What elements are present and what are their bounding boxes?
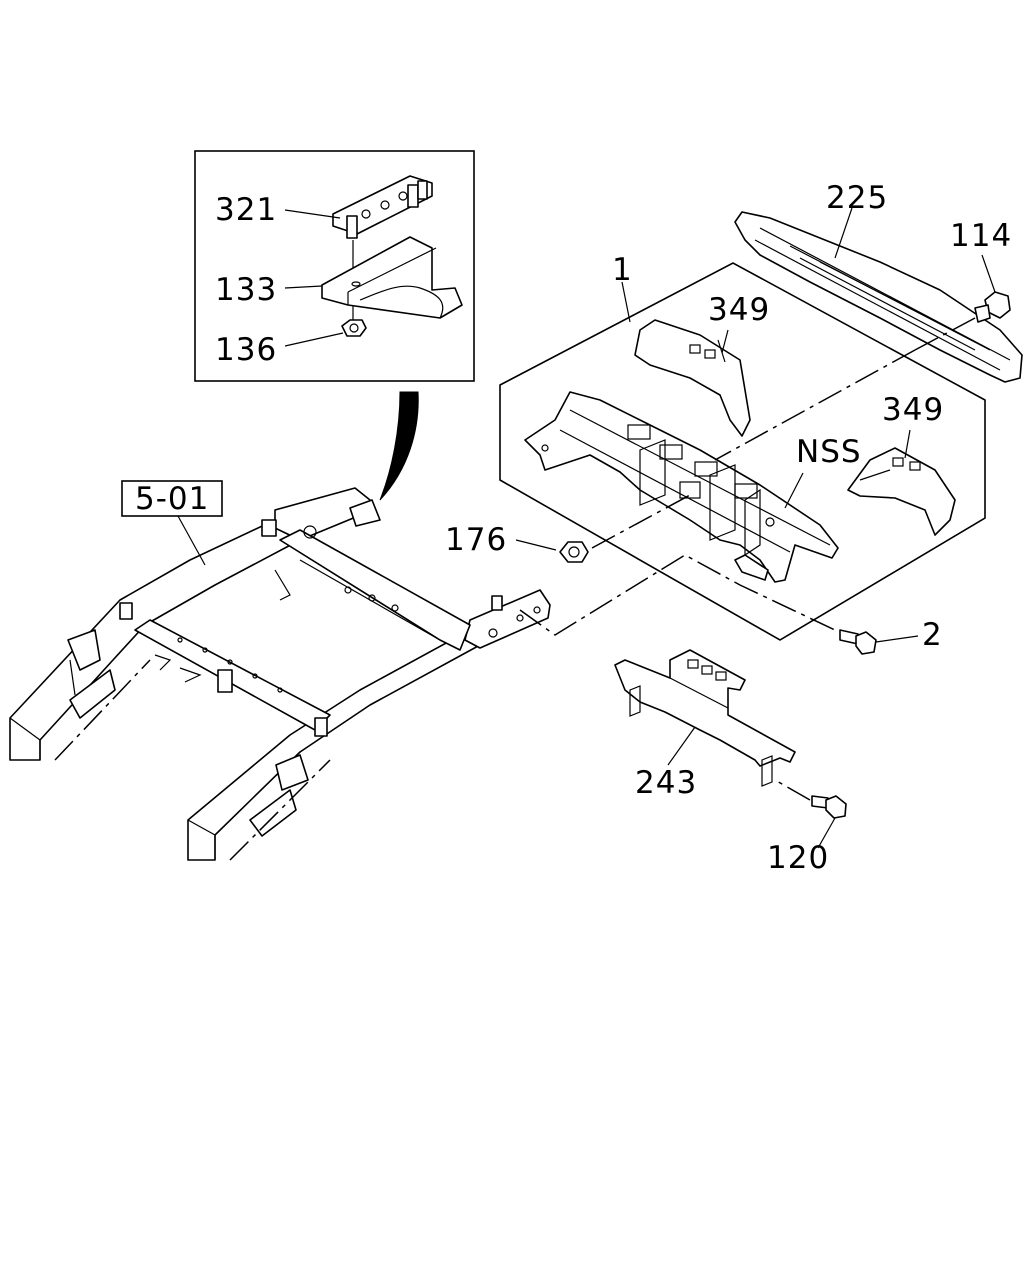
bracket-133-drawing bbox=[321, 236, 463, 319]
callout-321: 321 bbox=[215, 192, 277, 228]
callout-176: 176 bbox=[445, 522, 507, 558]
bracket-349-left-drawing bbox=[634, 319, 751, 437]
bracket-243-drawing bbox=[614, 649, 796, 787]
assembly-1-outline bbox=[499, 262, 986, 641]
callout-2: 2 bbox=[922, 617, 943, 653]
cover-225-drawing bbox=[734, 211, 1023, 383]
detail-inset: 321 133 136 bbox=[194, 150, 475, 382]
callout-114: 114 bbox=[950, 218, 1012, 254]
callout-349-right: 349 bbox=[882, 392, 944, 428]
crossmember-assembly-drawing bbox=[524, 391, 839, 583]
callout-NSS: NSS bbox=[796, 434, 862, 470]
callout-120: 120 bbox=[767, 840, 829, 876]
callout-225: 225 bbox=[826, 180, 888, 216]
callout-1: 1 bbox=[612, 252, 633, 288]
bolt-114-drawing bbox=[974, 291, 1011, 323]
inset-pointer bbox=[379, 391, 419, 501]
bracket-349-right-drawing bbox=[847, 447, 956, 536]
chassis-frame bbox=[9, 487, 551, 861]
plate-321-drawing bbox=[332, 175, 433, 282]
callout-349-left: 349 bbox=[708, 292, 770, 328]
ref-5-01-box bbox=[121, 480, 223, 517]
callout-136: 136 bbox=[215, 332, 277, 368]
nut-136-drawing bbox=[341, 306, 367, 337]
ref-5-01: 5-01 bbox=[135, 481, 209, 517]
bolt-2-drawing bbox=[839, 629, 877, 655]
bolt-120-drawing bbox=[811, 795, 847, 819]
callout-243: 243 bbox=[635, 765, 697, 801]
nut-176-drawing bbox=[559, 541, 589, 563]
callout-133: 133 bbox=[215, 272, 277, 308]
